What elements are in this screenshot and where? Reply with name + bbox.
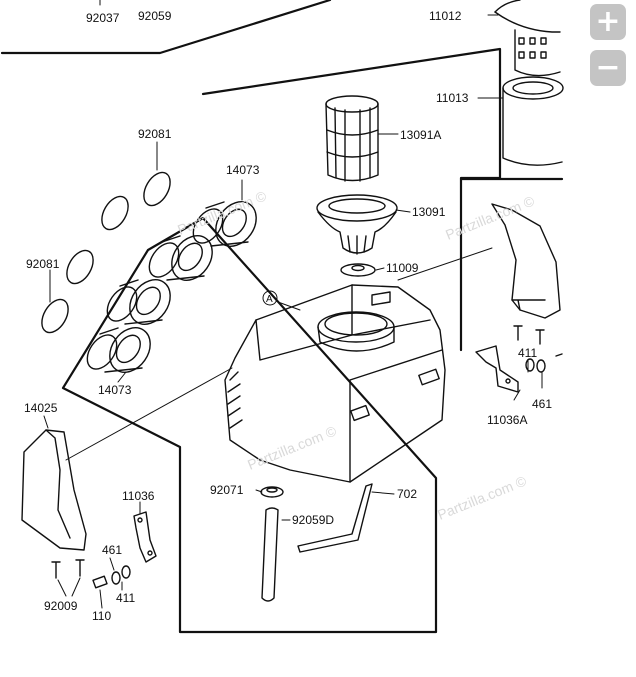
label-411-right: 411 bbox=[518, 346, 537, 360]
plus-icon: + bbox=[595, 4, 621, 39]
part-92071-92059D-drain bbox=[260, 486, 284, 602]
zoom-out-button[interactable]: − bbox=[590, 50, 626, 86]
ref-circle-a bbox=[262, 290, 278, 306]
part-14073-ducts bbox=[86, 201, 257, 373]
part-right-fasteners bbox=[513, 325, 563, 373]
label-14025: 14025 bbox=[24, 401, 58, 415]
part-13091-funnel bbox=[316, 194, 398, 255]
label-14073-bottom: 14073 bbox=[98, 383, 132, 397]
part-right-cover bbox=[491, 203, 561, 319]
label-110: 110 bbox=[92, 609, 111, 623]
label-11009: 11009 bbox=[386, 261, 419, 275]
frame-border bbox=[61, 47, 564, 634]
part-702-hose bbox=[297, 483, 373, 553]
leader-lines bbox=[43, 0, 543, 609]
label-92059D: 92059D bbox=[292, 513, 334, 527]
zoom-in-button[interactable]: + bbox=[590, 4, 626, 40]
part-11036-bracket bbox=[133, 511, 157, 563]
label-92037: 92037 bbox=[86, 11, 120, 25]
label-11036A: 11036A bbox=[487, 413, 527, 427]
label-461-left: 461 bbox=[102, 543, 122, 557]
watermark-4: Partzilla.com © bbox=[435, 472, 529, 522]
part-11012-intake bbox=[494, 0, 561, 77]
label-461-right: 461 bbox=[532, 397, 552, 411]
label-11013: 11013 bbox=[436, 91, 469, 105]
label-702: 702 bbox=[397, 487, 417, 501]
label-92071: 92071 bbox=[210, 483, 244, 497]
part-A-air-box-housing bbox=[224, 284, 446, 483]
part-11009-grommet bbox=[340, 263, 376, 277]
section-border-main bbox=[2, 0, 520, 53]
frame-border-right bbox=[436, 350, 461, 478]
section-border-top bbox=[0, 0, 332, 55]
label-92081-top: 92081 bbox=[138, 127, 172, 141]
watermark-2: Partzilla.com © bbox=[443, 192, 537, 242]
minus-icon: − bbox=[595, 50, 621, 85]
part-left-fasteners bbox=[51, 559, 131, 589]
label-ref-a: A bbox=[266, 294, 273, 305]
label-14073-top: 14073 bbox=[226, 163, 260, 177]
watermarks: Partzilla.com © Partzilla.com © Partzill… bbox=[175, 187, 537, 522]
label-13091: 13091 bbox=[412, 205, 446, 219]
part-11013-filter-element bbox=[502, 76, 564, 166]
part-labels: 92037 92059 11012 11013 13091A 13091 110… bbox=[24, 9, 552, 623]
part-13091A-screen-cage bbox=[325, 95, 379, 182]
part-11036A-bracket bbox=[475, 345, 519, 393]
label-11036: 11036 bbox=[122, 489, 155, 503]
label-92059: 92059 bbox=[138, 9, 172, 23]
label-11012: 11012 bbox=[429, 9, 462, 23]
part-14025-side-cover bbox=[21, 429, 87, 551]
label-13091A: 13091A bbox=[400, 128, 441, 142]
label-92009: 92009 bbox=[44, 599, 78, 613]
label-92081-left: 92081 bbox=[26, 257, 60, 271]
label-411-left: 411 bbox=[116, 591, 135, 605]
watermark-3: Partzilla.com © bbox=[245, 422, 339, 472]
part-92081-o-rings bbox=[41, 171, 171, 334]
